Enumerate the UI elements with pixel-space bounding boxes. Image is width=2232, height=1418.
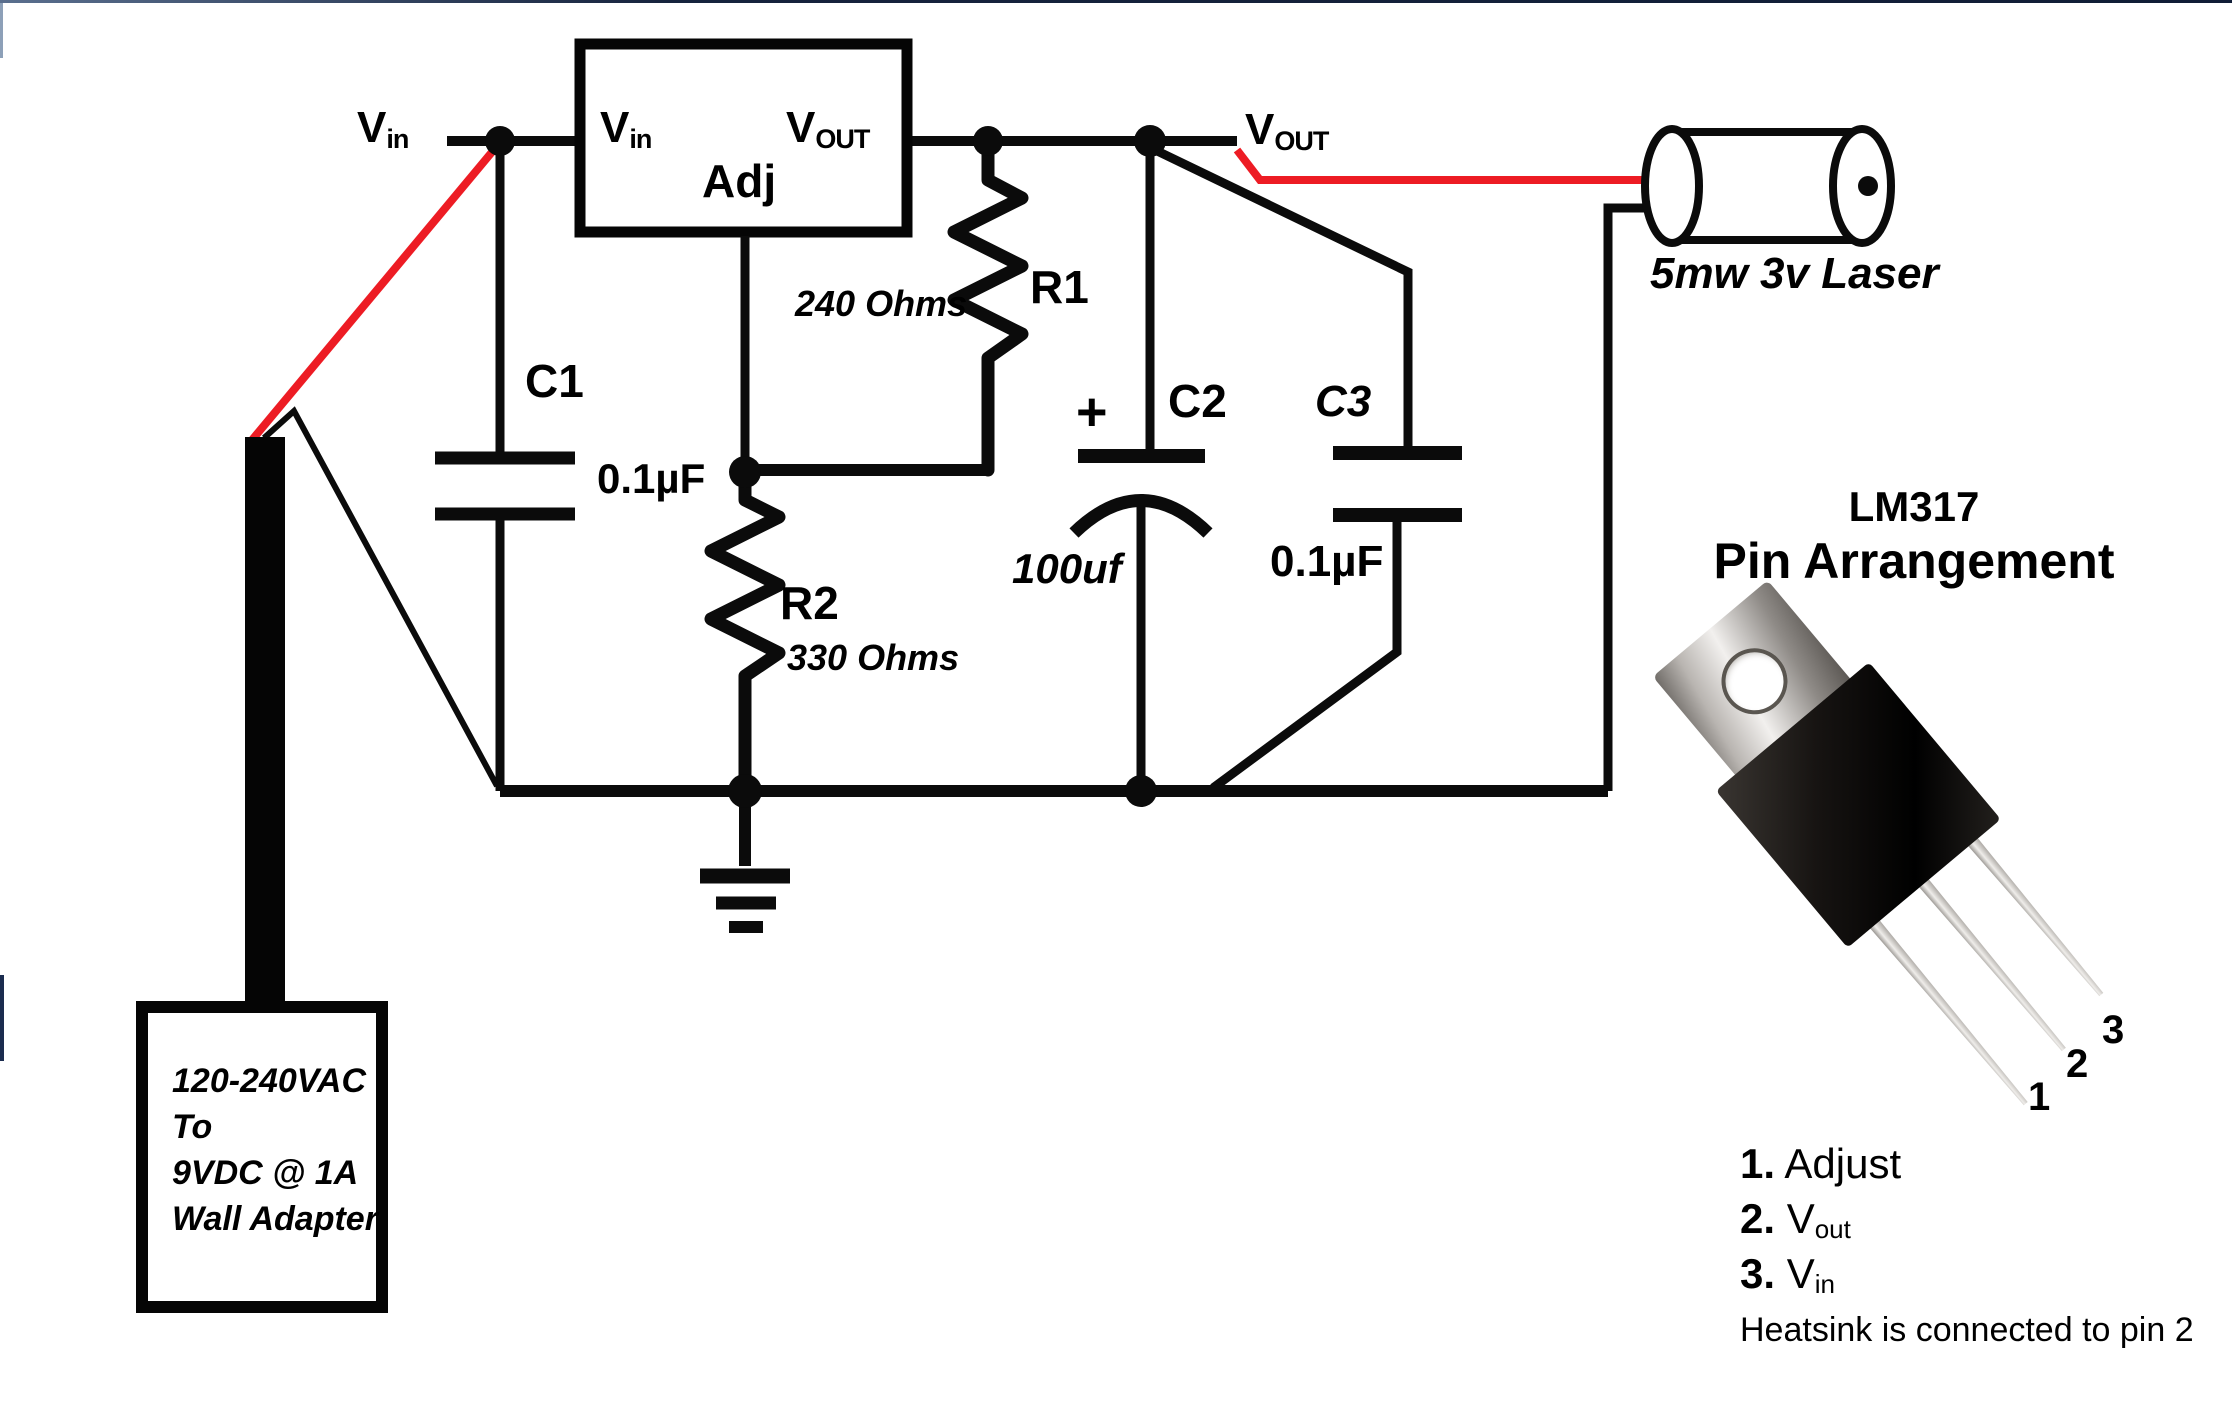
regulator-vout-pin-label: VOUT xyxy=(786,103,870,154)
pin-digit-3: 3 xyxy=(2102,1008,2125,1052)
c2-label: C2 xyxy=(1168,375,1227,427)
regulator-adj-pin-label: Adj xyxy=(702,155,777,207)
pinout-legend-item-3: 3. Vin xyxy=(1740,1250,1835,1299)
r2-resistor-zigzag xyxy=(704,465,786,798)
c3-value: 0.1µF xyxy=(1270,537,1384,586)
laser-caption: 5mw 3v Laser xyxy=(1650,249,1939,298)
laser-back-dot xyxy=(1858,176,1878,196)
adapter-cable xyxy=(245,437,285,1009)
r1-label: R1 xyxy=(1030,261,1089,313)
laser-return-wire xyxy=(1603,203,1650,791)
junction-r2-ground xyxy=(728,774,762,808)
screenshot-edge-artifact xyxy=(0,975,4,1061)
adapter-line-4: Wall Adapter xyxy=(172,1200,378,1238)
laser-front-cap xyxy=(1641,125,1703,247)
c2-value: 100uf xyxy=(1012,545,1122,592)
adapter-line-3: 9VDC @ 1A xyxy=(172,1154,359,1192)
r2-label: R2 xyxy=(780,577,839,629)
wire-c3-bottom xyxy=(1210,515,1402,792)
junction-r1-top xyxy=(973,126,1003,156)
pinout-title-block: LM317 Pin Arrangement xyxy=(1688,483,2140,589)
lm317-regulator-box xyxy=(574,38,913,238)
pinout-legend: 1. Adjust 2. Vout 3. Vin Heatsink is con… xyxy=(1740,1140,2194,1349)
junction-vout xyxy=(1134,125,1166,157)
junction-vin xyxy=(485,126,515,156)
junction-c2-ground xyxy=(1125,775,1157,807)
adapter-line-2: To xyxy=(172,1108,213,1146)
pinout-title-pin-arrangement: Pin Arrangement xyxy=(1713,533,2115,589)
black-negative-input-wire xyxy=(261,406,500,788)
screenshot-edge-artifact xyxy=(0,0,2232,3)
pinout-legend-item-1: 1. Adjust xyxy=(1740,1140,1902,1187)
wire-c3-top xyxy=(1151,144,1413,451)
regulator-vin-pin-label: Vin xyxy=(600,103,652,154)
screenshot-edge-artifact xyxy=(0,3,3,58)
red-positive-input-wire xyxy=(248,143,501,443)
junction-adj xyxy=(729,456,761,488)
vin-source-label: Vin xyxy=(357,103,409,153)
pin-digit-2: 2 xyxy=(2066,1042,2089,1086)
to220-pin-2 xyxy=(1911,870,2070,1055)
to220-mounting-hole xyxy=(1708,634,1801,728)
c3-label: C3 xyxy=(1315,377,1372,426)
wall-adapter-box xyxy=(136,1001,388,1313)
pinout-legend-item-2: 2. Vout xyxy=(1740,1195,1851,1244)
laser-body xyxy=(1672,128,1862,244)
c1-label: C1 xyxy=(525,355,584,407)
vout-output-label: VOUT xyxy=(1245,105,1329,156)
c2-polarity-plus: + xyxy=(1076,382,1108,442)
c1-value: 0.1µF xyxy=(597,455,706,502)
pinout-title-lm317: LM317 xyxy=(1848,483,1980,530)
r2-value: 330 Ohms xyxy=(787,637,960,678)
adapter-line-1: 120-240VAC xyxy=(172,1062,367,1100)
red-vout-wire-to-laser xyxy=(1233,147,1660,184)
r1-resistor-zigzag xyxy=(947,134,1029,477)
pin-digit-1: 1 xyxy=(2028,1075,2051,1119)
vin-source-sub: in xyxy=(386,124,409,154)
heatsink-note: Heatsink is connected to pin 2 xyxy=(1740,1311,2194,1349)
adapter-text-block: 120-240VAC To 9VDC @ 1A Wall Adapter xyxy=(172,1058,378,1242)
vin-source-main: V xyxy=(357,103,387,152)
r1-value: 240 Ohms xyxy=(795,283,968,324)
